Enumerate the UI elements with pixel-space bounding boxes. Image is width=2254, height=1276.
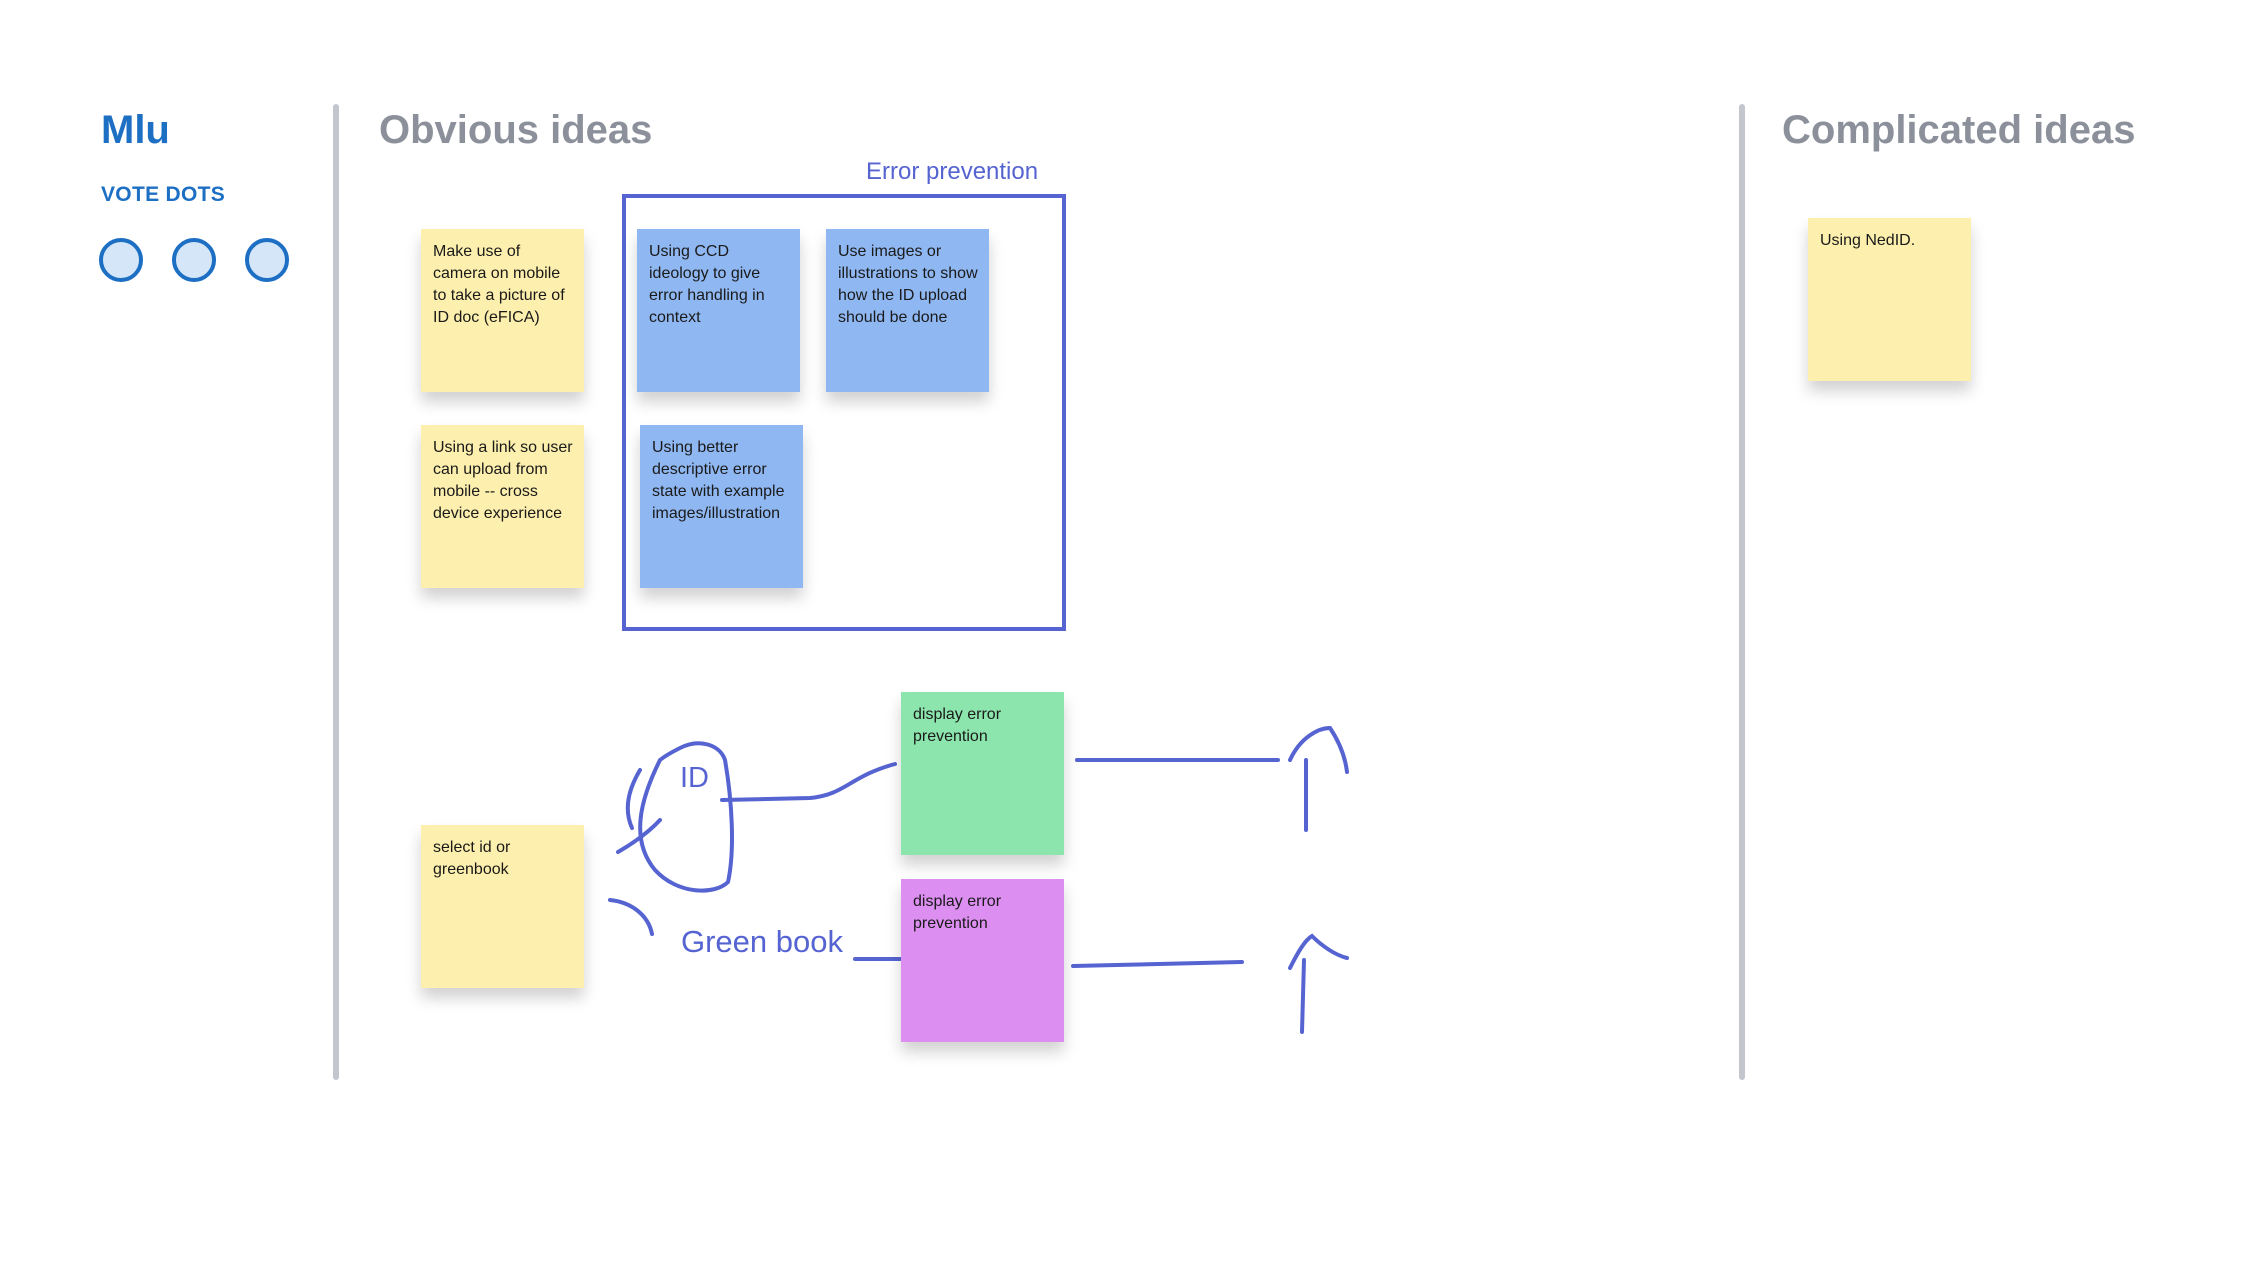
column-divider-right: [1739, 104, 1745, 1080]
arrow-up-2-shaft[interactable]: [1300, 958, 1306, 1034]
sticky-note-display-green[interactable]: display error prevention: [901, 692, 1064, 855]
sticky-note-descriptive[interactable]: Using better descriptive error state wit…: [640, 425, 803, 588]
sticky-note-select[interactable]: select id or greenbook: [421, 825, 584, 988]
id-circle-stroke[interactable]: [638, 741, 734, 893]
id-circle-overlap-stroke[interactable]: [625, 768, 642, 830]
group-label-error-prevention: Error prevention: [866, 158, 1039, 185]
section-title-complicated: Complicated ideas: [1782, 108, 2136, 152]
section-title-obvious: Obvious ideas: [379, 108, 653, 152]
sticky-note-camera[interactable]: Make use of camera on mobile to take a p…: [421, 229, 584, 392]
arrow-up-2-head[interactable]: [1288, 933, 1349, 970]
annotation-green-book: Green book: [681, 924, 843, 959]
connector-id-to-green[interactable]: [720, 762, 897, 802]
annotation-id: ID: [680, 762, 709, 794]
arrow-up-1-head[interactable]: [1288, 725, 1349, 774]
sticky-note-images[interactable]: Use images or illustrations to show how …: [826, 229, 989, 392]
sticky-note-link[interactable]: Using a link so user can upload from mob…: [421, 425, 584, 588]
vote-dot-2[interactable]: [172, 238, 216, 282]
sticky-note-display-pink[interactable]: display error prevention: [901, 879, 1064, 1042]
participant-name: Mlu: [101, 108, 170, 152]
vote-dot-1[interactable]: [99, 238, 143, 282]
vote-dots-label: VOTE DOTS: [101, 183, 226, 206]
id-circle-tail-stroke[interactable]: [616, 818, 662, 854]
line-pink-right[interactable]: [1071, 960, 1244, 968]
sticky-note-ccd[interactable]: Using CCD ideology to give error handlin…: [637, 229, 800, 392]
column-divider-left: [333, 104, 339, 1080]
vote-dot-3[interactable]: [245, 238, 289, 282]
error-prevention-group-frame[interactable]: [622, 194, 1066, 631]
greenbook-arc-stroke[interactable]: [608, 898, 654, 936]
sticky-note-nedid[interactable]: Using NedID.: [1808, 218, 1971, 381]
